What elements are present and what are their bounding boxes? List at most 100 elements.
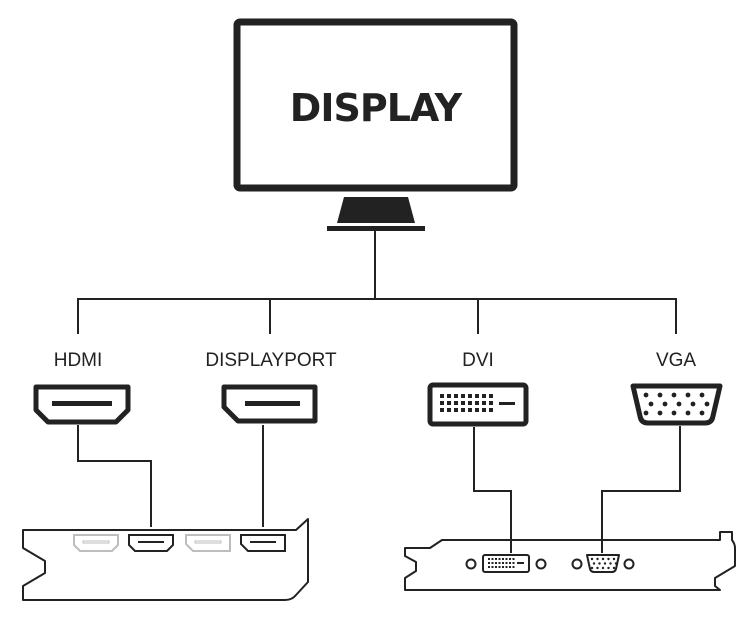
card-dvi-pin: [491, 558, 494, 560]
card-vga-pin: [592, 562, 596, 565]
dvi-pin: [440, 401, 444, 405]
card-dvi-pin: [509, 566, 511, 568]
wire-dvi: [473, 427, 512, 553]
card-wires: [77, 425, 681, 553]
card-vga-pin: [607, 566, 610, 570]
port-label-dvi: DVI: [462, 350, 494, 371]
connection-tree: [77, 231, 677, 334]
dvi-pin: [468, 408, 472, 412]
dvi-pin: [440, 408, 444, 412]
monitor: DISPLAY: [233, 18, 518, 231]
card-dvi-pin: [509, 558, 511, 560]
card-vga-pin: [601, 557, 605, 561]
dvi-pin: [489, 408, 493, 412]
monitor-stand-neck: [337, 197, 415, 223]
dvi-pin: [461, 394, 465, 398]
card-dvi-screw-left: [465, 558, 477, 570]
card-displayport-port: [240, 534, 286, 552]
card-vga-pin: [614, 562, 618, 565]
graphics-card-bracket-right: [404, 531, 736, 591]
card-dvi-pin: [491, 566, 494, 568]
card-vga-port: [586, 554, 620, 573]
card-dvi-pin: [502, 558, 504, 560]
card-dvi-port: [482, 554, 530, 573]
dvi-pin: [475, 408, 479, 412]
card-dvi-pin: [505, 566, 508, 568]
wire-vga: [601, 426, 681, 553]
vga-pin: [690, 401, 696, 407]
card-vga-pin: [607, 557, 610, 561]
vga-pin: [699, 392, 705, 398]
vga-pin: [685, 392, 691, 398]
card-displayport-port-inactive: [185, 534, 231, 552]
dvi-pin: [454, 394, 458, 398]
card-dvi-pin: [512, 562, 515, 564]
monitor-stand-base: [327, 226, 425, 231]
graphics-card-bracket-left: [22, 518, 309, 601]
vga-pin: [648, 401, 654, 407]
card-dvi-pin: [488, 566, 490, 568]
vga-pin: [699, 410, 705, 416]
card-vga-pin: [601, 566, 605, 570]
vga-pin: [662, 401, 668, 407]
card-hdmi-port-inactive: [73, 534, 119, 552]
card-dvi-pin: [495, 566, 497, 568]
dvi-pin: [482, 408, 486, 412]
monitor-frame: [233, 18, 518, 192]
hdmi-connector-icon: [33, 384, 131, 425]
card-vga-pin: [590, 566, 594, 570]
card-dvi-pin: [509, 562, 511, 564]
card-dvi-pin: [498, 562, 501, 564]
card-vga-pin: [596, 557, 599, 561]
card-vga-pin: [603, 562, 607, 565]
vga-pin: [643, 392, 649, 398]
port-label-hdmi: HDMI: [54, 350, 103, 371]
vga-pin: [657, 410, 663, 416]
vga-pin: [704, 401, 710, 407]
dvi-pin: [440, 394, 444, 398]
monitor-screen-text: DISPLAY: [290, 86, 463, 130]
card-dvi-pin: [512, 558, 515, 560]
dvi-pin: [461, 408, 465, 412]
vga-pin: [685, 410, 691, 416]
wire-hdmi: [77, 425, 152, 527]
dvi-pin: [475, 401, 479, 405]
dvi-pin: [482, 401, 486, 405]
dvi-pin: [461, 401, 465, 405]
dvi-pin: [482, 394, 486, 398]
vga-pin: [657, 392, 663, 398]
vga-pin: [671, 410, 677, 416]
vga-pin: [671, 392, 677, 398]
card-dvi-pin: [505, 562, 508, 564]
card-vga-screw-right: [623, 558, 635, 570]
card-dvi-pin: [505, 558, 508, 560]
card-dvi-screw-right: [535, 558, 547, 570]
card-vga-pin: [596, 566, 599, 570]
card-vga-pin: [612, 557, 616, 561]
dvi-pin: [468, 394, 472, 398]
dvi-pin: [489, 394, 493, 398]
vga-connector-icon: [630, 383, 723, 426]
card-vga-pin: [609, 562, 612, 565]
dvi-pin: [475, 394, 479, 398]
card-dvi-pin: [495, 558, 497, 560]
card-dvi-pin: [502, 566, 504, 568]
dvi-pin: [447, 401, 451, 405]
vga-pin: [676, 401, 682, 407]
card-vga-pin: [590, 557, 594, 561]
card-vga-screw-left: [571, 558, 583, 570]
card-dvi-pin: [498, 558, 501, 560]
card-dvi-pin: [488, 558, 490, 560]
card-dvi-pin: [495, 562, 497, 564]
card-dvi-pin: [491, 562, 494, 564]
card-dvi-pin: [502, 562, 504, 564]
dvi-pin: [468, 401, 472, 405]
vga-pin: [643, 410, 649, 416]
dvi-pin: [454, 401, 458, 405]
dvi-pin: [489, 401, 493, 405]
card-dvi-pin: [512, 566, 515, 568]
port-label-displayport: DISPLAYPORT: [205, 350, 337, 371]
port-label-vga: VGA: [656, 350, 696, 371]
card-vga-pin: [612, 566, 616, 570]
